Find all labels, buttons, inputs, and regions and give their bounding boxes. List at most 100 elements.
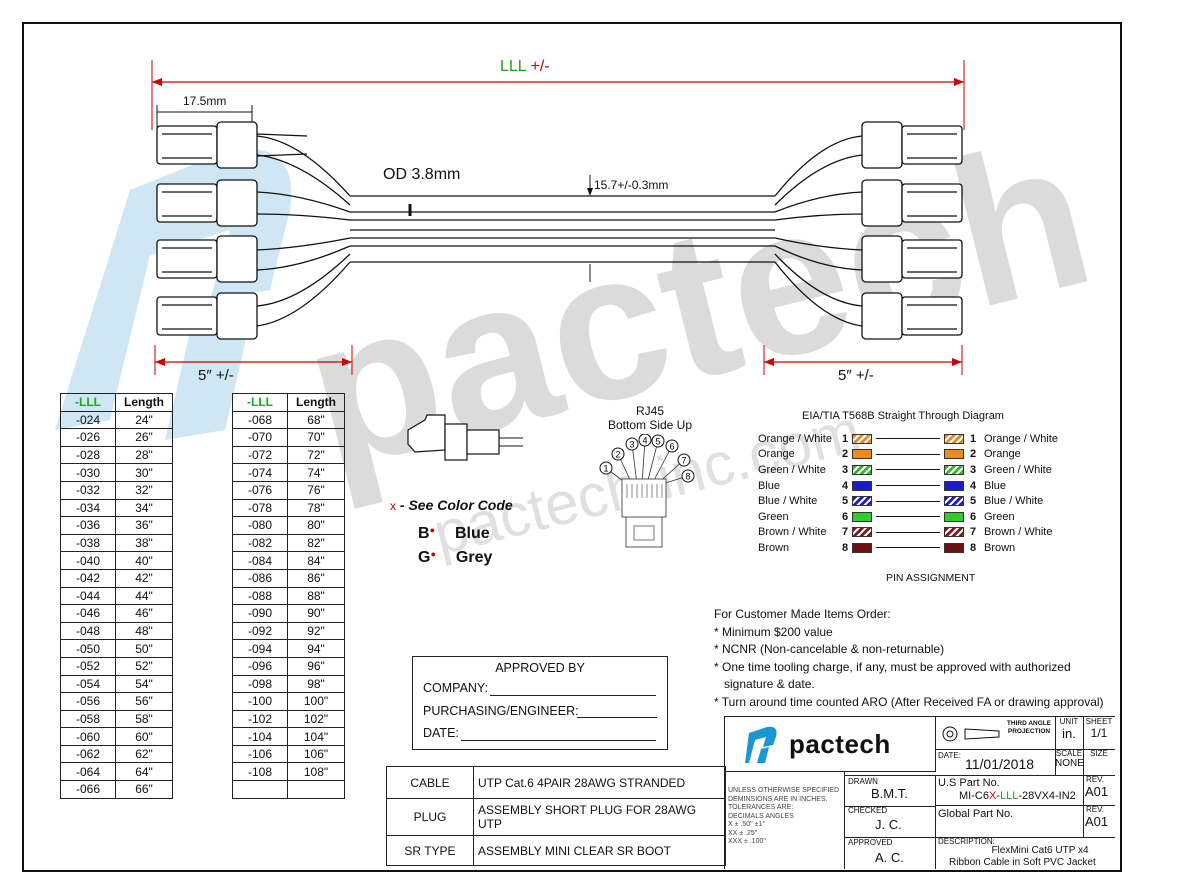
customer-notes: For Customer Made Items Order: * Minimum… — [714, 607, 1104, 709]
wire-swatch — [944, 496, 964, 507]
breakout-left-label: 5″ +/- — [198, 367, 234, 384]
wire-swatch — [852, 464, 872, 475]
wire-num-left: 6 — [842, 510, 849, 523]
wire-line — [876, 469, 940, 471]
table-cell-length: 76" — [287, 480, 345, 500]
table-cell-length: 60" — [115, 727, 173, 746]
table-cell-code: -096 — [232, 656, 288, 676]
table-cell-length: 100" — [287, 692, 345, 711]
table-cell-length: 80" — [287, 516, 345, 535]
table-cell-length — [287, 780, 345, 799]
table-cell-code: -072 — [232, 445, 288, 465]
table-cell-code: -040 — [60, 551, 116, 570]
table-cell-length: 32" — [115, 480, 173, 500]
table-cell-length: 102" — [287, 709, 345, 729]
projection-cell: THIRD ANGLE PROJECTION — [935, 717, 1056, 750]
wire-swatch — [852, 527, 872, 538]
wire-num-left: 1 — [842, 432, 849, 445]
engineer-signature-line[interactable] — [577, 717, 657, 718]
wire-num-right: 8 — [970, 541, 977, 554]
wire-num-right: 6 — [970, 510, 977, 523]
wire-swatch — [852, 480, 872, 491]
wire-label-right: Brown / White — [984, 526, 1053, 539]
wire-swatch — [852, 496, 872, 507]
wire-label-right: Green — [984, 510, 1015, 523]
customer-notes-heading: For Customer Made Items Order: — [714, 607, 891, 621]
approved-cell: APPROVED A. C. — [845, 837, 936, 869]
wire-line — [876, 485, 940, 487]
table-cell-code: -078 — [232, 498, 288, 518]
pin-circle — [599, 461, 613, 475]
wire-line — [876, 438, 940, 440]
table-cell-code: -056 — [60, 692, 116, 711]
table-cell-length: 66" — [115, 780, 173, 799]
table-cell-code: -050 — [60, 639, 116, 658]
pin-circle — [625, 437, 639, 451]
pin-circle — [677, 453, 691, 467]
wire-num-right: 1 — [970, 432, 977, 445]
table-cell-code: -084 — [232, 551, 288, 570]
checked-cell: CHECKED J. C. — [845, 805, 936, 838]
company-signature-line[interactable] — [490, 695, 656, 696]
table-cell-length: 42" — [115, 568, 173, 588]
table-header-lll: -LLL — [60, 393, 116, 412]
pactech-logo-icon — [745, 726, 777, 763]
wire-num-right: 4 — [970, 479, 977, 492]
table-cell-length: 108" — [287, 762, 345, 782]
table-cell-code: -026 — [60, 428, 116, 447]
table-cell-code: -060 — [60, 727, 116, 746]
right-breakout-leads — [774, 135, 863, 327]
table-cell-code: -054 — [60, 674, 116, 694]
wiring-title: EIA/TIA T568B Straight Through Diagram — [802, 410, 1004, 422]
wire-num-right: 7 — [970, 526, 977, 539]
wire-num-left: 5 — [842, 495, 849, 508]
drawing-frame — [22, 22, 1122, 872]
wire-num-right: 2 — [970, 448, 977, 461]
table-cell-code: -088 — [232, 586, 288, 606]
wire-swatch — [944, 464, 964, 475]
table-cell-length: 28" — [115, 445, 173, 465]
pin-circle — [665, 439, 679, 453]
pin-number: 3 — [629, 440, 634, 450]
table-cell-length: 52" — [115, 656, 173, 676]
pin-number: 6 — [669, 442, 674, 452]
wire-label-left: Green — [758, 510, 789, 523]
drawn-cell: DRAWN B.M.T. — [845, 775, 936, 807]
table-cell-length: 24" — [115, 410, 173, 430]
wire-num-left: 8 — [842, 541, 849, 554]
pin-number: 5 — [655, 437, 660, 447]
table-cell-code: -100 — [232, 692, 288, 711]
wire-num-left: 2 — [842, 448, 849, 461]
table-cell-length: 30" — [115, 463, 173, 482]
table-cell-code: -028 — [60, 445, 116, 465]
pin-leader — [631, 443, 638, 485]
third-angle-projection-icon — [942, 726, 1000, 742]
table-cell-code: -036 — [60, 516, 116, 535]
table-header-lll: -LLL — [232, 393, 288, 412]
wire-label-right: Blue / White — [984, 495, 1044, 508]
table-cell-code: -080 — [232, 516, 288, 535]
table-cell-code: -086 — [232, 568, 288, 588]
ribbon-cable — [350, 195, 775, 263]
wire-swatch — [944, 480, 964, 491]
table-cell-code: -094 — [232, 639, 288, 658]
date-signature-line[interactable] — [461, 740, 656, 741]
wire-num-left: 3 — [842, 463, 849, 476]
table-cell-length: 38" — [115, 533, 173, 553]
